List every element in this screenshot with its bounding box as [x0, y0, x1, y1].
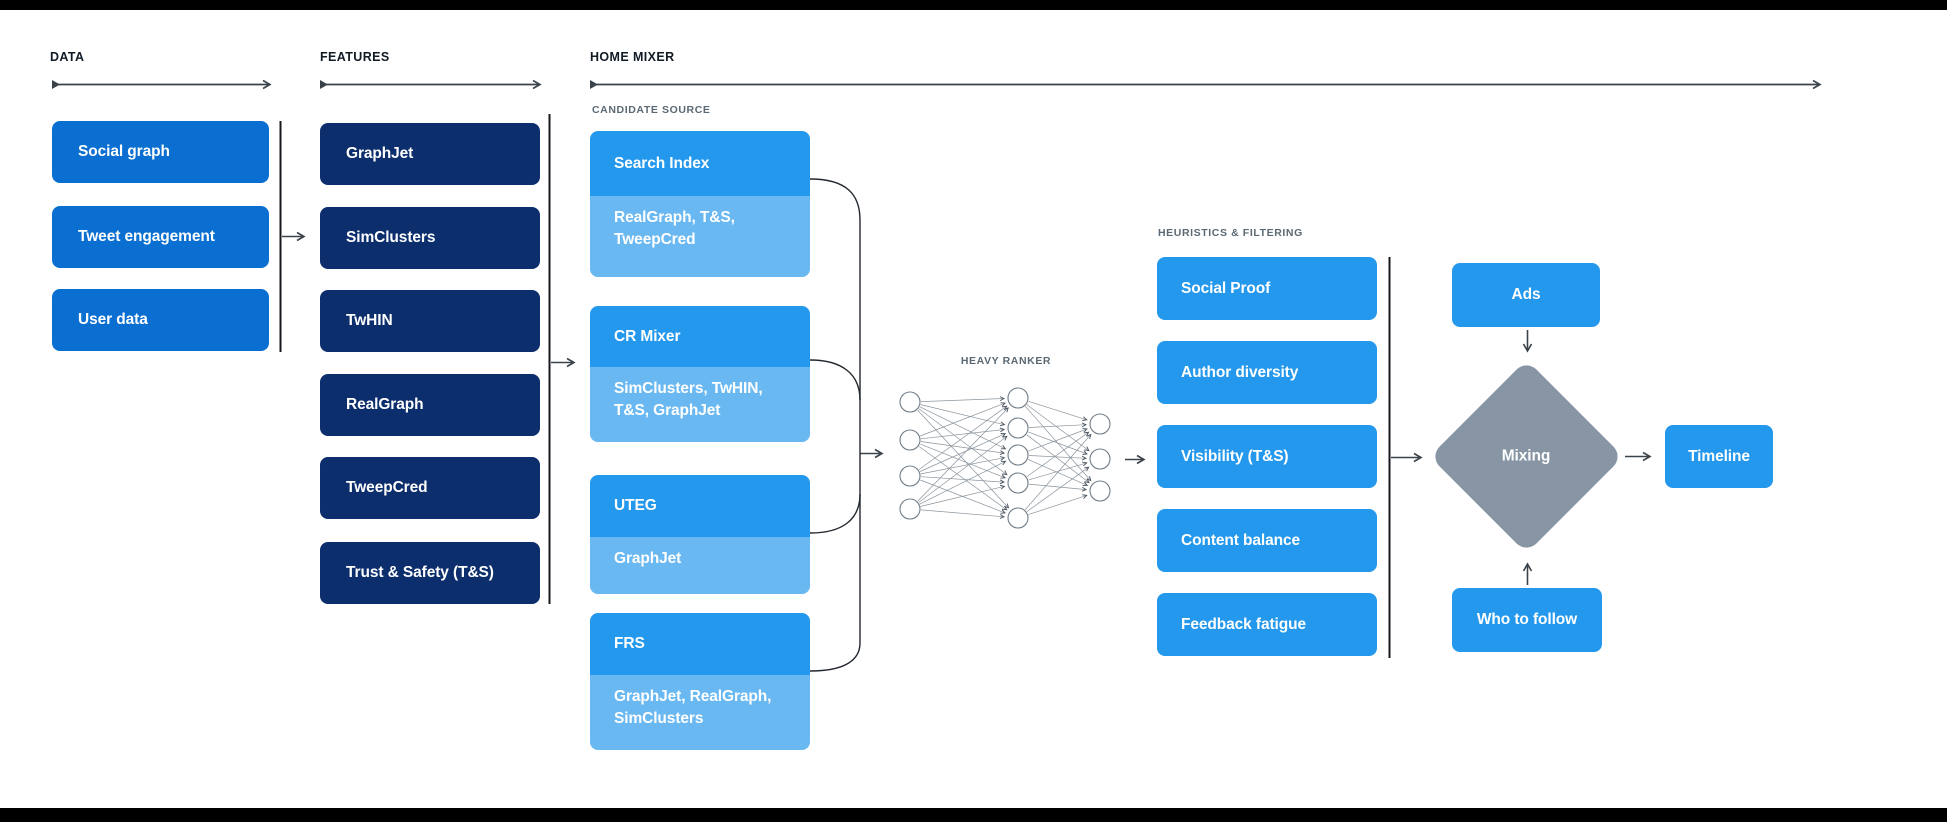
synapse-line — [918, 446, 1008, 511]
top-black-bar — [0, 0, 1947, 10]
synapse-line — [918, 435, 1008, 503]
data-section-label: DATA — [50, 50, 85, 64]
heuristic-box-author-diversity: Author diversity — [1157, 341, 1377, 404]
heuristic-box-content-balance: Content balance — [1157, 509, 1377, 572]
neuron-node — [899, 465, 921, 487]
data-source-box-user-data: User data — [52, 289, 269, 351]
feature-box-tweepcred: TweepCred — [320, 457, 540, 519]
synapse-line — [1028, 428, 1088, 452]
heuristic-box-social-proof: Social Proof — [1157, 257, 1377, 320]
candidate-source-label: CANDIDATE SOURCE — [592, 104, 711, 116]
neuron-node — [1089, 448, 1111, 470]
neuron-node — [899, 498, 921, 520]
candidate-box-uteg: UTEG GraphJet — [590, 475, 810, 594]
neuron-node — [1007, 507, 1029, 529]
synapse-line — [917, 407, 1009, 502]
synapse-line — [920, 396, 1006, 402]
heuristic-box-visibility: Visibility (T&S) — [1157, 425, 1377, 488]
feature-box-graphjet: GraphJet — [320, 123, 540, 185]
synapse-line — [1028, 400, 1088, 421]
synapse-line — [920, 427, 1006, 440]
synapse-line — [919, 406, 1007, 450]
candidate-subsources: GraphJet, RealGraph, SimClusters — [590, 675, 810, 750]
candidate-subsources: SimClusters, TwHIN, T&S, GraphJet — [590, 367, 810, 442]
who-to-follow-box: Who to follow — [1452, 588, 1602, 652]
cr-mixer-join-path — [809, 359, 861, 401]
synapse-line — [1026, 404, 1090, 452]
heuristics-filtering-label: HEURISTICS & FILTERING — [1158, 227, 1303, 239]
data-source-box-social-graph: Social graph — [52, 121, 269, 183]
data-source-box-tweet-engagement: Tweet engagement — [52, 206, 269, 268]
synapse-line — [1028, 422, 1088, 428]
synapse-line — [920, 441, 1006, 455]
candidate-title: CR Mixer — [590, 306, 810, 367]
feature-box-twhin: TwHIN — [320, 290, 540, 352]
synapse-line — [918, 408, 1008, 476]
feature-box-realgraph: RealGraph — [320, 374, 540, 436]
synapse-line — [919, 460, 1007, 505]
candidate-box-cr-mixer: CR Mixer SimClusters, TwHIN, T&S, GraphJ… — [590, 306, 810, 442]
candidate-title: Search Index — [590, 131, 810, 196]
heuristic-box-feedback-fatigue: Feedback fatigue — [1157, 593, 1377, 656]
synapse-line — [920, 456, 1006, 475]
synapse-line — [920, 479, 1006, 514]
synapse-line — [1028, 431, 1088, 455]
synapse-line — [920, 402, 1006, 437]
synapse-line — [919, 433, 1007, 472]
synapse-line — [1028, 461, 1088, 481]
mixing-diamond-label: Mixing — [1502, 447, 1551, 465]
neuron-node — [1089, 480, 1111, 502]
neuron-node — [1089, 413, 1111, 435]
candidate-subsources: RealGraph, T&S, TweepCred — [590, 196, 810, 277]
synapse-line — [1026, 434, 1090, 484]
candidate-box-search-index: Search Index RealGraph, T&S, TweepCred — [590, 131, 810, 277]
candidate-title: UTEG — [590, 475, 810, 537]
synapse-line — [918, 405, 1008, 470]
synapse-line — [1025, 406, 1092, 482]
timeline-box: Timeline — [1665, 425, 1773, 488]
synapse-line — [920, 484, 1006, 507]
synapse-line — [920, 443, 1006, 479]
home-mixer-section-label: HOME MIXER — [590, 50, 675, 64]
candidate-title: FRS — [590, 613, 810, 675]
bottom-black-bar — [0, 808, 1947, 822]
feature-box-trust-safety: Trust & Safety (T&S) — [320, 542, 540, 604]
neuron-node — [1007, 387, 1029, 409]
neuron-node — [1007, 444, 1029, 466]
synapse-line — [1027, 459, 1089, 487]
synapse-line — [1024, 433, 1092, 510]
candidate-box-frs: FRS GraphJet, RealGraph, SimClusters — [590, 613, 810, 750]
neuron-node — [1007, 417, 1029, 439]
features-section-label: FEATURES — [320, 50, 390, 64]
synapse-line — [1026, 466, 1090, 512]
neuron-node — [1007, 472, 1029, 494]
neural-network-connections — [917, 396, 1092, 519]
ads-box: Ads — [1452, 263, 1600, 327]
candidate-merge-connectors — [809, 178, 861, 672]
synapse-line — [920, 404, 1006, 427]
uteg-join-path — [809, 493, 861, 534]
search-index-frs-trunk-path — [809, 178, 861, 672]
candidate-subsources: GraphJet — [590, 537, 810, 594]
synapse-line — [1028, 455, 1088, 461]
synapse-line — [1028, 494, 1088, 515]
synapse-line — [917, 409, 1010, 509]
heavy-ranker-label: HEAVY RANKER — [960, 355, 1052, 367]
neuron-node — [899, 391, 921, 413]
neuron-node — [899, 429, 921, 451]
synapse-line — [1026, 431, 1090, 477]
synapse-line — [920, 476, 1006, 485]
synapse-line — [920, 509, 1006, 519]
feature-box-simclusters: SimClusters — [320, 207, 540, 269]
synapse-line — [1028, 483, 1088, 492]
mixing-diamond: Mixing — [1429, 359, 1624, 554]
neural-network-nodes — [899, 387, 1111, 529]
